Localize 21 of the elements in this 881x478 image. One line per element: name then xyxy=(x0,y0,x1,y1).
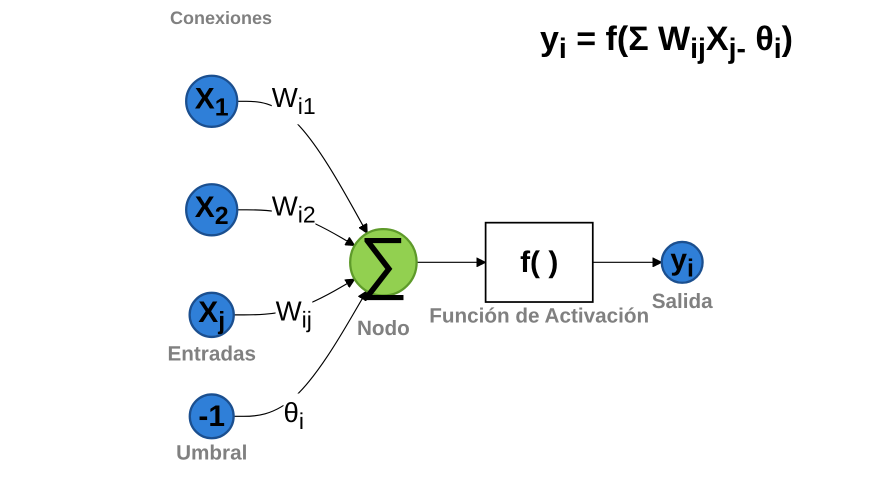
caption-text: Conexiones xyxy=(170,8,272,29)
node-caption: Nodo xyxy=(356,316,410,340)
edge-label: W$_{i1}$ xyxy=(272,82,316,120)
node-caption: Entradas xyxy=(167,342,256,366)
node-circle: X$_{2}$ xyxy=(185,183,238,236)
arrow xyxy=(416,257,486,268)
node-caption: Función de Activación xyxy=(429,304,650,328)
node-circle: X$_{j}$ xyxy=(188,292,235,338)
node-box: f( ) xyxy=(484,222,594,303)
arrow xyxy=(234,290,368,417)
edge-label: W$_{ij}$ xyxy=(276,296,312,334)
arrow xyxy=(592,257,662,268)
arrow xyxy=(237,100,368,234)
node-circle: X$_{1}$ xyxy=(185,74,238,128)
node-caption: Umbral xyxy=(176,441,248,464)
node-caption: Salida xyxy=(652,290,713,314)
node-circle: y$_{i}$ xyxy=(660,240,704,284)
node-circle: -1 xyxy=(188,393,235,440)
edge-label: W$_{i2}$ xyxy=(272,192,316,228)
formula-text: y$_{i}$ = f(Σ W$_{ij}$X$_{j-}$ θ$_{i}$) xyxy=(540,20,793,66)
edge-label: θ$_{i}$ xyxy=(283,398,304,435)
